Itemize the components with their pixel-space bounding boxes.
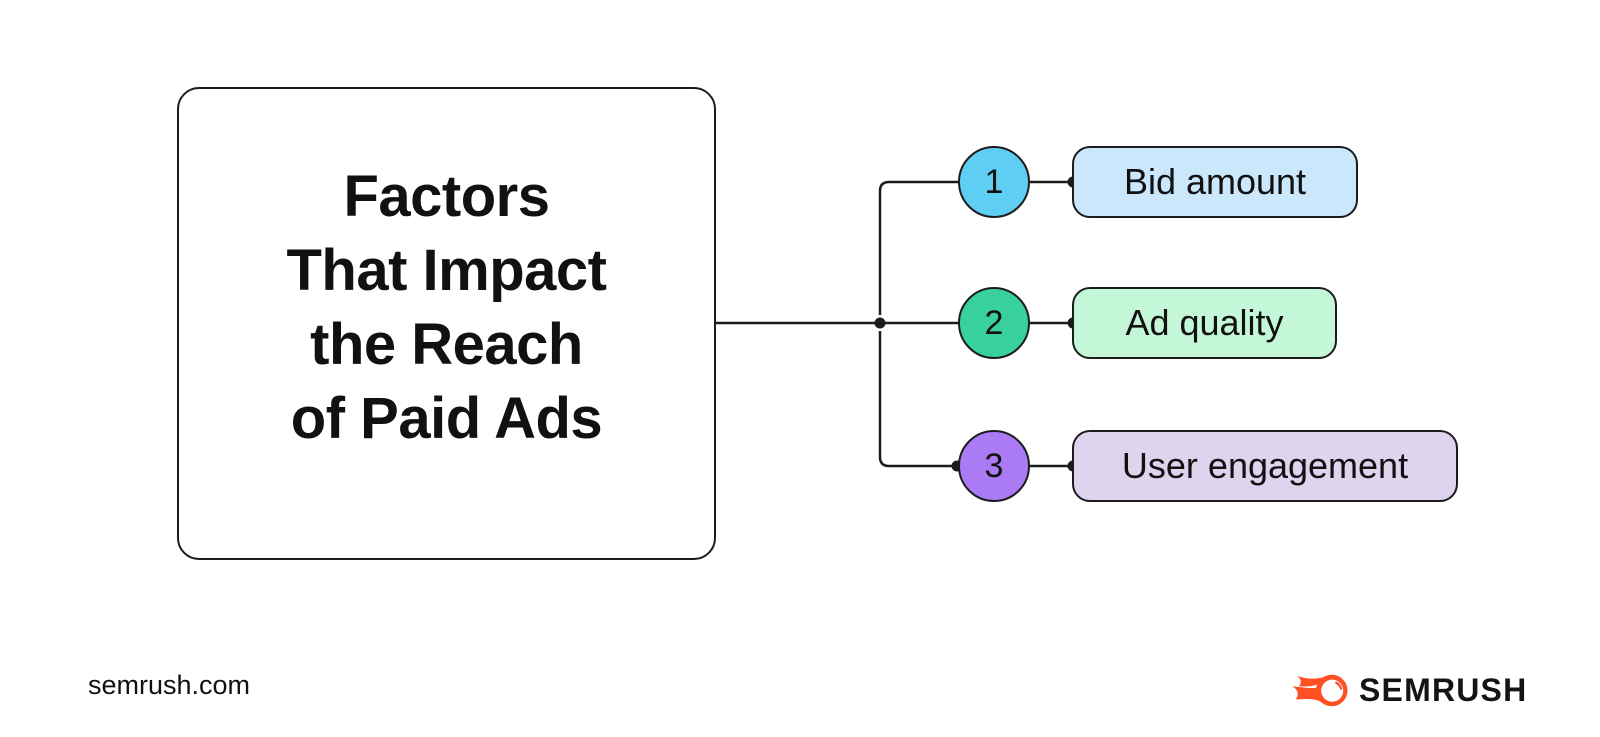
title-line-2: That Impact: [286, 237, 608, 303]
website-url: semrush.com: [88, 670, 251, 700]
item-2-number-circle: 2: [958, 287, 1030, 359]
item-2-number: 2: [984, 303, 1004, 342]
item-2-label-box: Ad quality: [1072, 287, 1337, 359]
title-line-3: the Reach: [310, 311, 583, 377]
item-1-number: 1: [984, 162, 1004, 201]
item-1-label-box: Bid amount: [1072, 146, 1358, 218]
title-line-1: Factors: [343, 163, 550, 229]
item-1-number-circle: 1: [958, 146, 1030, 218]
junction-dot: [874, 317, 886, 329]
branch-line-bottom: [878, 331, 957, 468]
item-3-label: User engagement: [1121, 445, 1409, 486]
semrush-logo: SEMRUSH: [1292, 670, 1527, 710]
item-3-label-box: User engagement: [1072, 430, 1458, 502]
title-line-4: of Paid Ads: [290, 385, 603, 451]
item-3-number: 3: [984, 446, 1004, 485]
branch-line-top: [878, 180, 958, 315]
semrush-flame-icon: [1292, 674, 1348, 706]
item-2-label: Ad quality: [1125, 302, 1284, 343]
semrush-logo-text: SEMRUSH: [1359, 671, 1528, 708]
item-1-label: Bid amount: [1123, 161, 1307, 202]
item-3-number-circle: 3: [958, 430, 1030, 502]
title-box: Factors That Impact the Reach of Paid Ad…: [177, 87, 716, 560]
diagram-title: Factors That Impact the Reach of Paid Ad…: [286, 160, 608, 456]
